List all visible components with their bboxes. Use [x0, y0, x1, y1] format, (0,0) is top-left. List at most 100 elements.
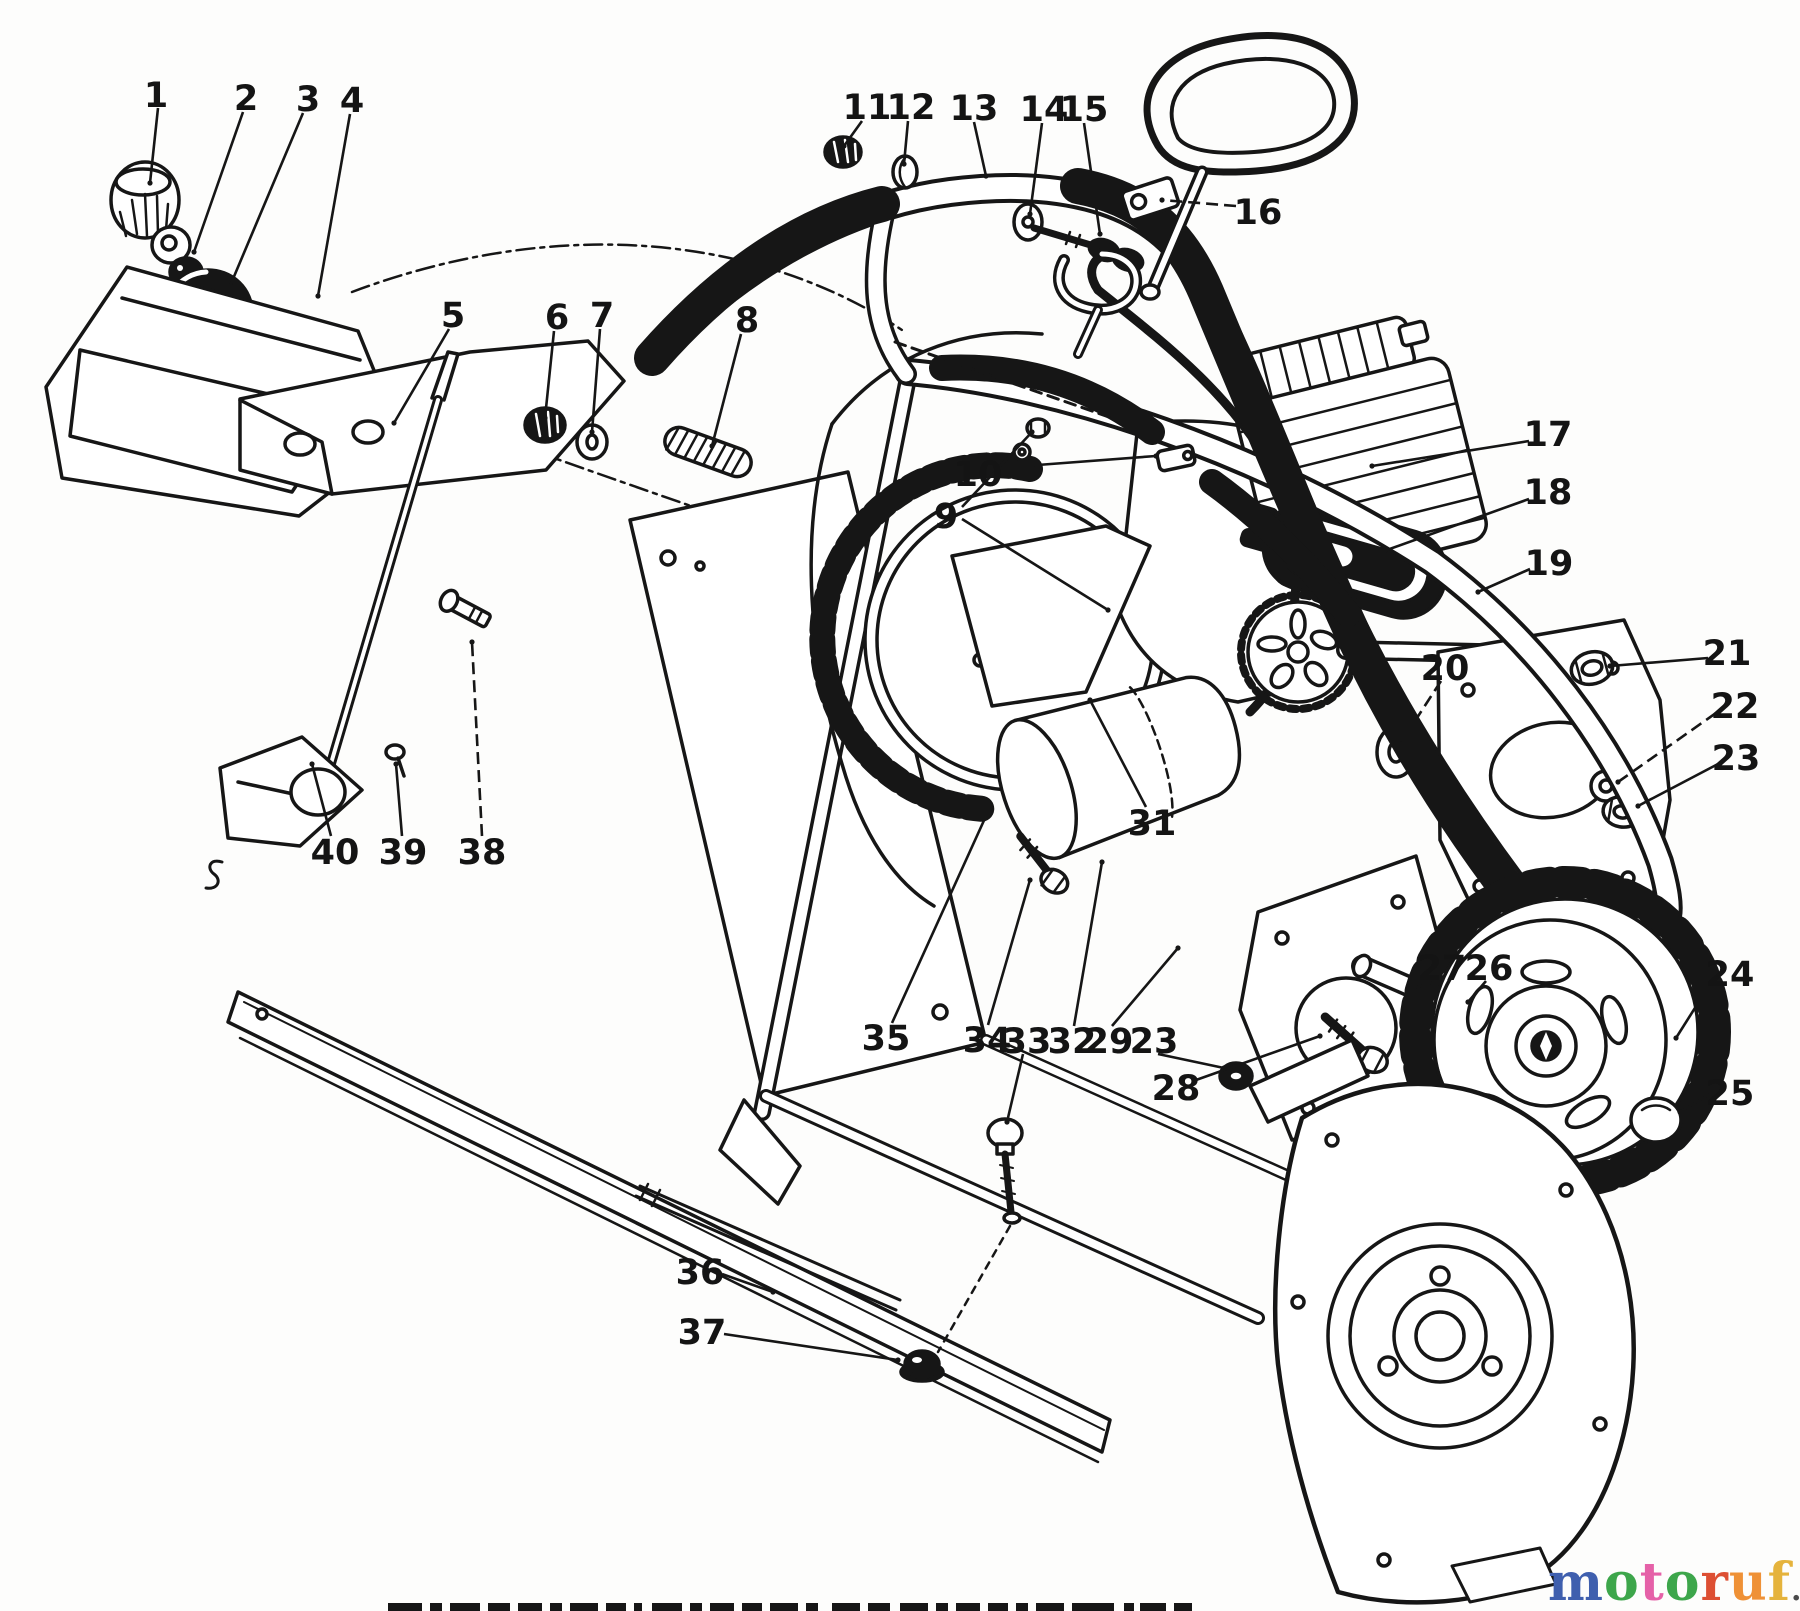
cropped-letter-top — [1072, 1603, 1114, 1611]
leader-tip — [983, 173, 989, 179]
leader-tip — [1607, 663, 1613, 669]
leader-tip — [901, 161, 907, 167]
leader-tip — [1097, 231, 1103, 237]
leader-tip — [1027, 877, 1033, 883]
part-label-39: 39 — [379, 833, 428, 873]
nut-11 — [823, 135, 863, 169]
leader-tip — [1369, 463, 1375, 469]
side-housing — [1248, 1038, 1636, 1605]
cropped-letter-top — [868, 1603, 890, 1611]
leader-tip — [1317, 1033, 1323, 1039]
cropped-letter-top — [550, 1603, 562, 1611]
leader-line-25 — [1679, 1092, 1711, 1114]
leader-tip — [1465, 999, 1471, 1005]
part-label-20: 20 — [1421, 649, 1470, 689]
cropped-letter-top — [742, 1603, 762, 1611]
leader-line-4 — [316, 113, 352, 297]
leader-tip — [1105, 607, 1111, 613]
cropped-letter-top — [1174, 1603, 1192, 1611]
cropped-letter-top — [770, 1603, 798, 1611]
leader-line-9 — [961, 431, 1033, 508]
leader-line-20 — [1398, 680, 1443, 745]
cropped-letter-top — [430, 1603, 442, 1611]
part-label-31: 31 — [1128, 804, 1177, 844]
cropped-letter-top — [652, 1603, 682, 1611]
leader-tip — [191, 249, 197, 255]
leader-line-37 — [723, 1332, 899, 1362]
engine-screws — [1012, 417, 1197, 473]
cropped-letter-top — [956, 1603, 980, 1611]
part-label-5: 5 — [441, 296, 465, 336]
leader-tip — [542, 415, 548, 421]
part-label-24: 24 — [1706, 955, 1755, 995]
starter-handle — [1012, 32, 1358, 359]
part-label-14: 14 — [1020, 90, 1069, 130]
leader-tip — [1475, 589, 1481, 595]
part-label-32: 32 — [1048, 1022, 1097, 1062]
part-label-6: 6 — [545, 298, 569, 338]
leader-tip — [1673, 1035, 1679, 1041]
leader-line-13 — [972, 121, 988, 177]
rope-bolt — [1030, 224, 1098, 250]
flange-nut — [523, 406, 567, 444]
motoruf-watermark: motoruf.de — [1548, 1552, 1800, 1611]
cropped-letter-top — [710, 1603, 734, 1611]
leader-tip — [1615, 779, 1621, 785]
leader-tip — [227, 283, 233, 289]
part-label-9: 9 — [934, 497, 958, 537]
leader-line-39 — [394, 763, 404, 837]
leader-line-3 — [228, 112, 305, 287]
part-label-36: 36 — [676, 1253, 725, 1293]
cropped-letter-top — [1140, 1603, 1166, 1611]
fuel-cap — [109, 160, 181, 240]
cropped-letter-top — [988, 1603, 1008, 1611]
part-label-13: 13 — [950, 89, 999, 129]
part-label-21: 21 — [1703, 634, 1752, 674]
leader-line-28 — [1195, 1034, 1321, 1082]
part-label-37: 37 — [678, 1313, 727, 1353]
cropped-letter-top — [570, 1603, 598, 1611]
leader-line-36 — [721, 1272, 774, 1294]
leader-line-5 — [392, 328, 451, 424]
leader-tip — [1381, 548, 1387, 554]
eyelet — [1012, 202, 1044, 242]
leader-tip — [1221, 1065, 1227, 1071]
part-label-40: 40 — [311, 833, 360, 873]
part-label-10: 10 — [954, 455, 1003, 495]
leader-line-14 — [1028, 122, 1044, 215]
leader-tip — [1153, 453, 1159, 459]
leader-line-10 — [997, 454, 1157, 470]
leader-tip — [1159, 197, 1165, 203]
washer — [575, 423, 609, 461]
leader-line-12 — [902, 120, 910, 165]
leader-line-38 — [470, 641, 484, 837]
part-label-1: 1 — [144, 76, 168, 116]
cropped-letter-top — [806, 1603, 818, 1611]
part-label-2: 2 — [234, 79, 258, 119]
leader-line-18 — [1383, 497, 1530, 553]
cropped-letter-top — [900, 1603, 928, 1611]
leader-line-34 — [986, 879, 1032, 1026]
leader-tip — [770, 1289, 776, 1295]
leader-tip — [469, 639, 475, 645]
leader-tip — [1635, 803, 1641, 809]
nut-37 — [899, 1349, 945, 1383]
cropped-letter-top — [488, 1603, 510, 1611]
leader-line-33 — [1005, 1053, 1025, 1123]
leader-lines — [147, 107, 1719, 1363]
part-label-12: 12 — [887, 88, 936, 128]
leader-line-26 — [1467, 980, 1487, 1003]
watermark-text: motoruf.de — [1548, 1552, 1800, 1611]
handle-clamp — [1120, 176, 1181, 222]
leader-line-9 — [961, 517, 1109, 612]
part-label-29: 29 — [1085, 1022, 1134, 1062]
part-label-27: 27 — [1418, 949, 1467, 989]
cropped-letter-top — [606, 1603, 626, 1611]
cropped-letter-top — [690, 1603, 702, 1611]
cropped-letter-top — [1036, 1603, 1064, 1611]
leader-tip — [1087, 697, 1093, 703]
leader-line-32 — [1072, 861, 1104, 1027]
part-label-34: 34 — [963, 1021, 1012, 1061]
